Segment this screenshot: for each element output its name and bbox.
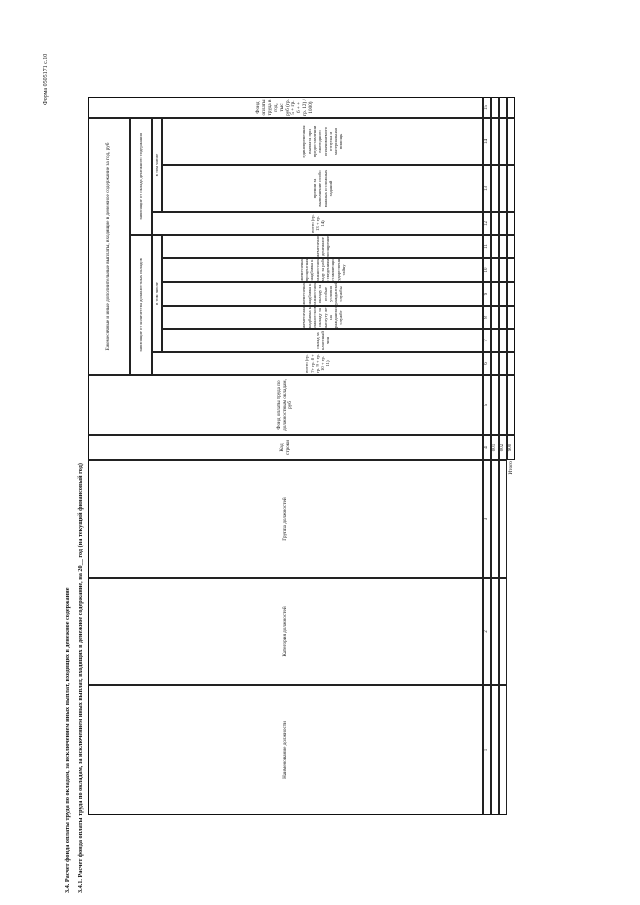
col-number-2: 2 [483,578,491,685]
col-number-10: 10 [483,258,491,282]
data-value-cell [491,235,499,258]
data-value-cell [499,375,507,435]
col1-header: Наименование должности [88,685,483,815]
total-value-cell [507,212,515,235]
col15-header: Фонд оплаты труда в год, тыс руб (гр. 5 … [88,97,483,118]
data-value-cell [491,460,499,578]
data-value-cell [499,460,507,578]
col12-header: всего (гр. 13 + гр. 14) [152,212,483,235]
data-value-cell [491,578,499,685]
col5-header: Фонд оплаты труда по должностным окладам… [88,375,483,435]
data-value-cell [499,118,507,165]
data-value-cell [499,212,507,235]
data-value-cell [499,235,507,258]
data-value-cell [499,685,507,815]
total-value-cell [507,258,515,282]
data-value-cell [491,258,499,282]
total-value-cell [507,165,515,212]
data-value-cell [499,578,507,685]
col-number-15: 15 [483,97,491,118]
col9-header: ежемесячная надбавка к должностному окла… [162,282,483,306]
salary-dependent-group-header: зависящие от количества должностных окла… [130,235,152,375]
total-value-cell [507,282,515,306]
form-number: Форма 0505171 с.10 [43,53,49,105]
col-number-13: 13 [483,165,491,212]
data-value-cell [491,118,499,165]
col13-header: премии за выполнение особо важных и слож… [162,165,483,212]
data-value-cell [499,329,507,352]
total-value-cell [507,306,515,329]
data-value-cell [491,329,499,352]
col8-header: ежемесячная надбавка к должностному окла… [162,306,483,329]
col2-header: Категория должностей [88,578,483,685]
data-value-cell [491,97,499,118]
col7-11-subheader: в том числе [152,235,162,352]
data-value-cell [499,306,507,329]
section-heading: 3.4. Расчет фонда оплаты труда по оклада… [64,587,71,893]
data-value-cell [499,97,507,118]
total-value-cell [507,375,515,435]
subsection-heading: 3.4.1. Расчет фонда оплаты труда по окла… [77,463,84,893]
data-value-cell [491,165,499,212]
row-code: 001 [491,435,499,460]
col-number-9: 9 [483,282,491,306]
row-code: 002 [499,435,507,460]
data-value-cell [499,352,507,375]
data-value-cell [499,282,507,306]
row-code: 900 [507,435,515,460]
total-value-cell [507,235,515,258]
col-number-7: 7 [483,329,491,352]
col-number-6: 6 [483,352,491,375]
col-number-14: 14 [483,118,491,165]
col6-header: всего (гр. 7+ гр. 8 + гр. 9 + гр. 10 + г… [152,352,483,375]
col3-header: Группа должностей [88,460,483,578]
col-number-11: 11 [483,235,491,258]
col11-header: ежемесячное денежное поощрение [162,235,483,258]
data-value-cell [491,306,499,329]
data-value-cell [491,685,499,815]
col10-header: ежемесячная процентная надбавка к должно… [162,258,483,282]
data-value-cell [499,165,507,212]
data-value-cell [491,352,499,375]
col-number-4: 4 [483,435,491,460]
data-value-cell [491,282,499,306]
col-number-3: 3 [483,460,491,578]
col-number-12: 12 [483,212,491,235]
total-value-cell [507,352,515,375]
col7-header: оклад за классный чин [162,329,483,352]
data-value-cell [491,375,499,435]
data-value-cell [499,258,507,282]
total-label: Итого [507,461,514,475]
col4-header: Код строки [88,435,483,460]
total-value-cell [507,118,515,165]
col14-header: единовременная выплата при предоставлени… [162,118,483,165]
col13-14-subheader: в том числе [152,118,162,212]
extra-payments-group-header: Ежемесячные и иные дополнительные выплат… [88,118,130,375]
payroll-table: Наименование должности Категория должнос… [88,97,588,815]
data-value-cell [491,212,499,235]
col-number-8: 8 [483,306,491,329]
allowance-dependent-group-header: зависящие от оклада денежного содержания [130,118,152,235]
total-value-cell [507,329,515,352]
total-value-cell [507,97,515,118]
col-number-1: 1 [483,685,491,815]
col-number-5: 5 [483,375,491,435]
